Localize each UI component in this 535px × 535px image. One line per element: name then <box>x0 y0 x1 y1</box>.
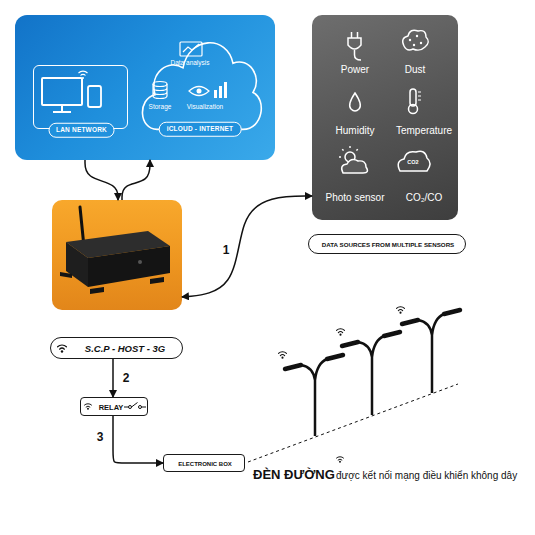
caption-text: được kết nối mạng điều khiển không dây <box>336 471 517 481</box>
connector-arrow <box>182 196 312 297</box>
node-label: CO₂/CO <box>406 193 443 203</box>
monitor-icon <box>42 78 82 105</box>
node-label: Visualization <box>187 104 223 111</box>
device-foot <box>150 277 164 284</box>
node-label: Humidity <box>336 126 375 136</box>
step-number: 1 <box>223 244 230 256</box>
chart-screen-icon <box>180 42 202 56</box>
wifi-dot <box>82 77 84 79</box>
street-light-pole <box>418 314 444 393</box>
connector-arrow <box>85 160 118 200</box>
dashed-link <box>248 384 458 462</box>
wifi-arcs <box>79 71 88 75</box>
wifi-icon <box>58 345 67 353</box>
bar-icon <box>214 90 217 98</box>
thermometer-icon <box>410 89 416 106</box>
node-label: Photo sensor <box>326 193 385 203</box>
bar-icon <box>224 82 227 98</box>
antenna <box>80 207 84 247</box>
dust-dot <box>416 35 418 37</box>
cloud-outline <box>137 23 262 135</box>
street-light-pole <box>358 336 384 415</box>
storage-body <box>153 84 167 99</box>
chart-line <box>183 44 199 52</box>
phone-icon <box>88 86 101 107</box>
dust-icon <box>403 30 429 50</box>
caption-pill: DATA SOURCES FROM MULTIPLE SENSORS <box>308 234 466 254</box>
device-side <box>66 242 88 287</box>
connector-arrow <box>122 160 150 200</box>
wifi-icon <box>337 329 345 336</box>
storage-icon <box>153 82 167 87</box>
electronic-box: ELECTRONIC BOX <box>163 454 245 472</box>
bar-icon <box>219 86 222 98</box>
device-port <box>138 260 142 264</box>
lan-box: LAN NETWORK <box>33 65 128 129</box>
cloud-shape: Data analysisStorage Visualization iCLOUD … <box>137 23 262 135</box>
node-label: Dust <box>405 65 426 75</box>
node-label: S.C.P - HOST - 3G <box>85 344 165 354</box>
plug-icon <box>348 38 361 49</box>
relay-box: RELAY <box>80 397 148 416</box>
droplet-icon <box>350 93 361 111</box>
connector-arrow <box>113 416 163 463</box>
device-front <box>88 246 170 287</box>
node-label: Storage <box>149 104 172 111</box>
device-top <box>66 231 170 258</box>
thermometer-ticks <box>418 92 421 100</box>
cloud-outline-path <box>142 43 261 130</box>
device-pill: S.C.P - HOST - 3G <box>50 337 183 359</box>
cloud-icon <box>342 160 368 173</box>
step-number: 3 <box>97 431 104 443</box>
co2-cloud-icon <box>398 151 430 171</box>
street-light-lamp <box>342 332 400 346</box>
node-label: iCLOUD - INTERNET <box>159 122 242 137</box>
dust-dot <box>420 42 422 44</box>
monitor-stand <box>53 105 71 112</box>
wifi-icon <box>397 307 405 314</box>
eye-icon <box>189 87 209 96</box>
network-panel: LAN NETWORK Data analysisStorage Visualiza… <box>15 15 275 160</box>
sensor-panel: Power DustHumidity TemperaturePhoto sensor… <box>312 15 458 220</box>
caption-text: ĐÈN ĐƯỜNG <box>253 468 335 481</box>
wifi-icon <box>84 404 91 410</box>
wifi-icon <box>279 352 287 359</box>
sun-rays <box>339 146 358 157</box>
device-panel <box>52 200 182 310</box>
device-foot <box>60 272 72 278</box>
switch-contact <box>129 406 132 409</box>
street-light-pole <box>301 359 327 436</box>
dust-dot <box>409 39 411 41</box>
node-label: Power <box>341 65 369 75</box>
node-label: Data analysis <box>170 60 209 67</box>
node-label: Temperature <box>396 126 452 136</box>
eye-pupil <box>197 89 202 94</box>
wifi-icon <box>79 71 88 79</box>
node-label: DATA SOURCES FROM MULTIPLE SENSORS <box>322 242 454 248</box>
node-label: ELECTRONIC BOX <box>178 461 232 467</box>
wifi-icon <box>336 457 343 463</box>
device-foot <box>90 287 104 294</box>
step-number: 2 <box>123 372 130 384</box>
thermometer-bulb <box>409 105 418 114</box>
street-light-lamp <box>285 355 343 369</box>
node-label: LAN NETWORK <box>48 123 115 138</box>
street-light-lamp <box>402 310 460 324</box>
connector-arrow <box>112 359 114 397</box>
sun-icon <box>345 152 355 162</box>
dust-dot <box>413 44 415 46</box>
plug-prongs <box>352 32 362 60</box>
node-label: RELAY <box>99 404 124 412</box>
switch-symbol <box>124 403 146 408</box>
switch-contact <box>139 406 142 409</box>
